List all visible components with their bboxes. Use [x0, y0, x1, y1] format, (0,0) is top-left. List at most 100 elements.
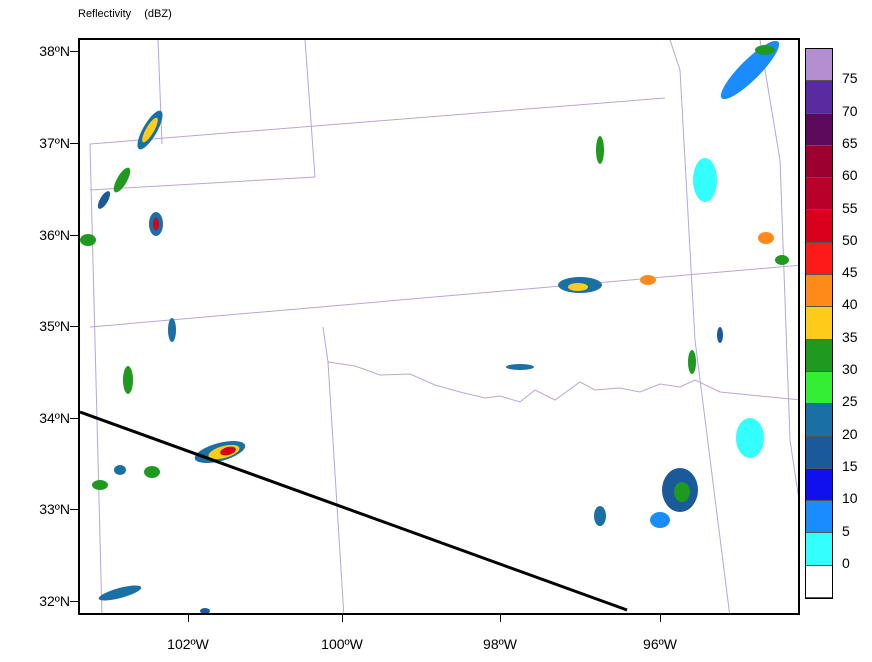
lat-label-38: 38ºN [39, 43, 70, 59]
colorbar-label: 10 [842, 490, 858, 507]
storm-cell [98, 585, 142, 601]
lon-label-100: 100ºW [321, 636, 363, 652]
colorbar-swatch [806, 113, 832, 146]
lat-tick [70, 418, 78, 419]
storm-cell [97, 191, 111, 209]
lon-tick [342, 614, 343, 622]
colorbar-label: 70 [842, 102, 858, 119]
colorbar-swatch [806, 404, 832, 437]
cross-section-line [80, 410, 628, 612]
colorbar-label: 15 [842, 457, 858, 474]
colorbar-label: 40 [842, 296, 858, 313]
colorbar-label: 50 [842, 231, 858, 248]
storm-cell [220, 446, 236, 456]
state-boundaries [89, 40, 798, 613]
storm-cell [80, 234, 96, 246]
storm-cell [758, 232, 774, 244]
boundary-line [157, 40, 163, 145]
colorbar-label: 30 [842, 361, 858, 377]
lon-label-98: 98ºW [483, 636, 517, 652]
colorbar-swatch [806, 436, 832, 469]
storm-cell [113, 167, 131, 193]
boundary-line [89, 97, 666, 145]
lat-label-37: 37ºN [39, 135, 70, 151]
colorbar-label: 35 [842, 328, 858, 345]
colorbar-label: 25 [842, 393, 858, 410]
colorbar-swatch [806, 339, 832, 372]
reflectivity-map[interactable] [78, 38, 800, 615]
storm-cell [755, 45, 775, 55]
storm-cell [650, 512, 670, 528]
field-name: Reflectivity [78, 8, 132, 20]
storm-cell [717, 327, 723, 343]
colorbar-swatch [806, 501, 832, 534]
lat-tick [70, 326, 78, 327]
field-unit: (dBZ) [144, 8, 172, 20]
lon-tick [660, 614, 661, 622]
colorbar-label: 65 [842, 134, 858, 151]
lat-label-32: 32ºN [39, 593, 70, 609]
lon-tick [500, 614, 501, 622]
colorbar-label: 75 [842, 70, 858, 87]
colorbar-swatch [806, 210, 832, 243]
storm-cell [693, 158, 717, 202]
map-canvas [80, 40, 798, 613]
lon-label-96: 96ºW [643, 636, 677, 652]
storm-cell [144, 466, 160, 478]
lat-tick [70, 601, 78, 602]
colorbar-label: 20 [842, 425, 858, 442]
lat-tick [70, 509, 78, 510]
storm-cell [123, 366, 133, 394]
storm-cell [168, 318, 176, 342]
storm-cell [506, 364, 534, 370]
lat-tick [70, 51, 78, 52]
lat-label-35: 35ºN [39, 318, 70, 334]
boundary-line [759, 40, 798, 497]
storm-cell [688, 350, 696, 374]
colorbar-swatch [806, 145, 832, 179]
boundary-line [322, 326, 329, 363]
lat-label-36: 36ºN [39, 227, 70, 243]
plot-title: Reflectivity (dBZ) [78, 8, 182, 20]
lat-tick [70, 143, 78, 144]
red-river-boundary [327, 361, 798, 403]
boundary-line [89, 176, 316, 191]
lat-label-33: 33ºN [39, 501, 70, 517]
boundary-line [304, 40, 316, 178]
lat-label-34: 34ºN [39, 410, 70, 426]
boundary-line [89, 143, 103, 613]
lon-label-102: 102ºW [167, 636, 209, 652]
colorbar-swatch [806, 533, 832, 566]
storm-cell [720, 40, 780, 100]
storm-cell [640, 275, 656, 285]
colorbar-label: 60 [842, 167, 858, 184]
colorbar-label: 5 [842, 522, 850, 539]
storm-cell [142, 117, 158, 143]
colorbar-label: 55 [842, 199, 858, 216]
colorbar-label: 45 [842, 264, 858, 281]
colorbar-swatch [806, 371, 832, 405]
reflectivity-cells [80, 40, 789, 613]
storm-cell [775, 255, 789, 265]
boundary-line [669, 40, 730, 613]
storm-cell [568, 283, 588, 291]
storm-cell [153, 218, 159, 230]
boundary-line [327, 361, 345, 613]
storm-cell [594, 506, 606, 526]
storm-cell [92, 480, 108, 490]
colorbar-swatch [806, 178, 832, 211]
storm-cell [200, 608, 210, 613]
colorbar-swatch [806, 49, 832, 82]
colorbar-swatch [806, 275, 832, 308]
storm-cell [596, 136, 604, 164]
colorbar-swatch [806, 468, 832, 502]
lon-tick [188, 614, 189, 622]
colorbar-swatch [806, 81, 832, 114]
storm-cell [114, 465, 126, 475]
colorbar-swatch [806, 565, 832, 599]
colorbar-label: 0 [842, 554, 850, 571]
colorbar-swatch [806, 307, 832, 340]
lat-tick [70, 235, 78, 236]
boundary-line [89, 264, 798, 328]
storm-cell [674, 482, 690, 502]
